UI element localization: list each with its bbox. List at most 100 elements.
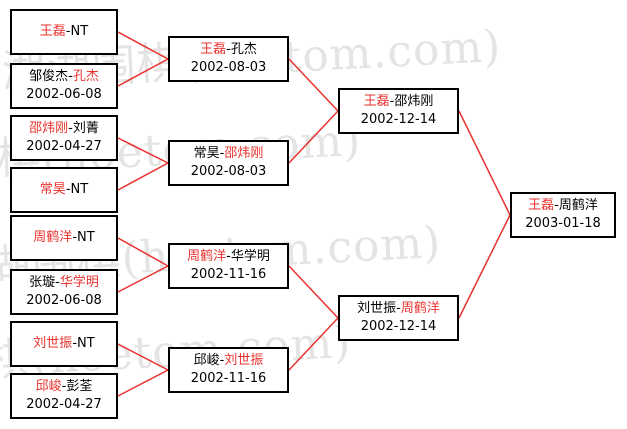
match-date: 2002-11-16 — [190, 371, 267, 386]
match-date: 2002-12-14 — [360, 319, 437, 334]
player-name: 华学明 — [230, 249, 270, 264]
winner-name: 刘世振 — [33, 336, 73, 351]
matchup-label: 王磊-邵炜刚 — [364, 93, 434, 111]
bracket-connector — [117, 343, 169, 371]
bracket-connector — [117, 137, 169, 164]
match-date: 2002-08-03 — [190, 164, 267, 179]
player-name: NT — [77, 336, 95, 351]
matchup-label: 周鹤洋-NT — [33, 229, 94, 247]
player-name: 邹俊杰 — [29, 69, 69, 84]
bracket-connector — [288, 58, 339, 112]
bracket-connector — [288, 110, 339, 164]
winner-name: 邱峻 — [35, 379, 62, 394]
match-date: 2002-06-08 — [26, 293, 102, 308]
round1-match-7: 刘世振-NT — [10, 321, 118, 367]
versus-separator: - — [226, 42, 231, 57]
versus-separator: - — [226, 249, 231, 264]
match-date: 2002-12-14 — [360, 112, 437, 127]
versus-separator: - — [65, 182, 71, 197]
bracket-connector — [117, 369, 169, 397]
matchup-label: 刘世振-NT — [33, 335, 94, 353]
versus-separator: - — [72, 230, 78, 245]
player-name: 邵炜刚 — [394, 94, 434, 109]
match-date: 2002-11-16 — [190, 267, 267, 282]
versus-separator: - — [68, 121, 73, 136]
versus-separator: - — [554, 198, 559, 213]
versus-separator: - — [219, 146, 225, 161]
player-name: NT — [77, 230, 95, 245]
matchup-label: 邱峻-刘世振 — [194, 352, 264, 370]
player-name: 常昊 — [193, 146, 220, 161]
winner-name: 刘世振 — [224, 353, 264, 368]
bracket-connector — [458, 214, 511, 319]
matchup-label: 邹俊杰-孔杰 — [29, 68, 99, 86]
winner-name: 王磊 — [363, 94, 390, 109]
bracket-connector — [117, 162, 169, 191]
versus-separator: - — [72, 336, 78, 351]
player-name: 彭荃 — [66, 379, 93, 394]
bracket-connector — [288, 265, 339, 319]
winner-name: 周鹤洋 — [400, 301, 440, 316]
winner-name: 王磊 — [39, 24, 66, 39]
versus-separator: - — [396, 301, 401, 316]
matchup-label: 张璇-华学明 — [29, 274, 99, 292]
bracket-connector — [117, 237, 169, 267]
versus-separator: - — [389, 94, 395, 109]
bracket-connector — [288, 317, 339, 371]
player-name: 张璇 — [29, 275, 56, 290]
versus-separator: - — [68, 69, 73, 84]
match-date: 2002-08-03 — [190, 60, 267, 75]
match-date: 2002-06-08 — [26, 87, 102, 102]
winner-name: 王磊 — [528, 198, 555, 213]
player-name: 周鹤洋 — [558, 198, 598, 213]
winner-name: 邵炜刚 — [224, 146, 264, 161]
winner-name: 常昊 — [39, 182, 66, 197]
player-name: 刘菁 — [72, 121, 99, 136]
matchup-label: 邱峻-彭荃 — [36, 378, 93, 396]
matchup-label: 王磊-周鹤洋 — [528, 197, 598, 215]
matchup-label: 周鹤洋-华学明 — [187, 248, 270, 266]
bracket-connector — [117, 265, 169, 293]
round1-match-5: 周鹤洋-NT — [10, 215, 118, 261]
winner-name: 华学明 — [59, 275, 99, 290]
matchup-label: 王磊-NT — [40, 23, 88, 41]
winner-name: 王磊 — [200, 42, 227, 57]
match-date: 2002-04-27 — [26, 139, 102, 154]
round1-match-4: 常昊-NT — [10, 167, 118, 213]
matchup-label: 王磊-孔杰 — [200, 41, 257, 59]
winner-name: 孔杰 — [72, 69, 99, 84]
bracket-connector — [117, 58, 169, 87]
match-date: 2002-04-27 — [26, 397, 102, 412]
winner-name: 邵炜刚 — [29, 121, 69, 136]
matchup-label: 常昊-NT — [40, 181, 88, 199]
versus-separator: - — [55, 275, 60, 290]
bracket-connector — [117, 31, 169, 60]
round1-match-1: 王磊-NT — [10, 9, 118, 55]
player-name: NT — [70, 182, 89, 197]
match-date: 2003-01-18 — [525, 216, 601, 231]
player-name: 邱峻 — [193, 353, 220, 368]
versus-separator: - — [65, 24, 71, 39]
versus-separator: - — [219, 353, 225, 368]
matchup-label: 刘世振-周鹤洋 — [357, 300, 440, 318]
player-name: 刘世振 — [357, 301, 397, 316]
versus-separator: - — [61, 379, 67, 394]
matchup-label: 常昊-邵炜刚 — [194, 145, 264, 163]
winner-name: 周鹤洋 — [33, 230, 73, 245]
player-name: NT — [70, 24, 89, 39]
bracket-connector — [458, 110, 511, 216]
winner-name: 周鹤洋 — [187, 249, 227, 264]
matchup-label: 邵炜刚-刘菁 — [29, 120, 99, 138]
